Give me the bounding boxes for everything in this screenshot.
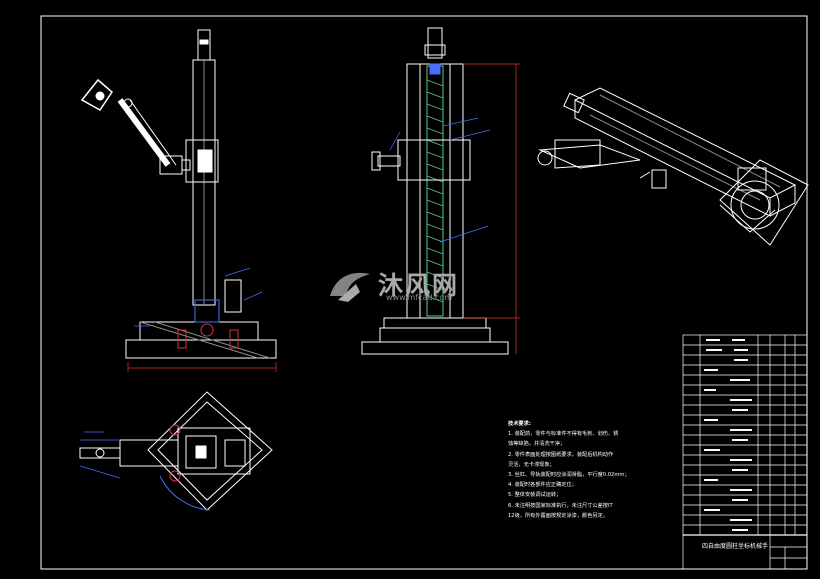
technical-notes: 技术要求: 1. 装配前，零件与标准件不得有毛刺、划伤、锈 蚀等缺陷，并清洗干净… (508, 419, 683, 521)
watermark-logo-icon (330, 272, 370, 302)
isometric-view (537, 87, 809, 246)
drawing-border (40, 15, 808, 570)
notes-heading: 技术要求: (508, 421, 531, 427)
notes-line: 6. 未注明按国家标准执行，未注尺寸公差按IT (508, 502, 613, 509)
drawing-title: 四自由度圆柱坐标机械手 (702, 543, 769, 550)
notes-line: 12级，所有外露面按规定涂漆，颜色另定。 (508, 512, 608, 519)
notes-line: 蚀等缺陷，并清洗干净； (508, 441, 566, 448)
front-view (80, 29, 277, 372)
notes-line: 2. 零件表面处理按图纸要求，装配后机构动作 (508, 451, 614, 458)
watermark-brand: 沐风网 (378, 271, 460, 300)
watermark-url: www.mfcad.com (386, 293, 453, 302)
notes-line: 4. 装配时各部件应正确定位； (508, 482, 577, 489)
side-view (361, 27, 520, 355)
notes-line: 灵活，无卡滞现象； (508, 461, 555, 468)
title-block (682, 334, 808, 570)
notes-line: 1. 装配前，零件与标准件不得有毛刺、划伤、锈 (508, 431, 619, 438)
top-view (79, 391, 273, 511)
notes-line: 5. 整体安装调试运转； (508, 492, 562, 499)
notes-line: 3. 丝杠、导轨装配时应涂润滑脂，平行度0.02mm； (508, 472, 630, 479)
